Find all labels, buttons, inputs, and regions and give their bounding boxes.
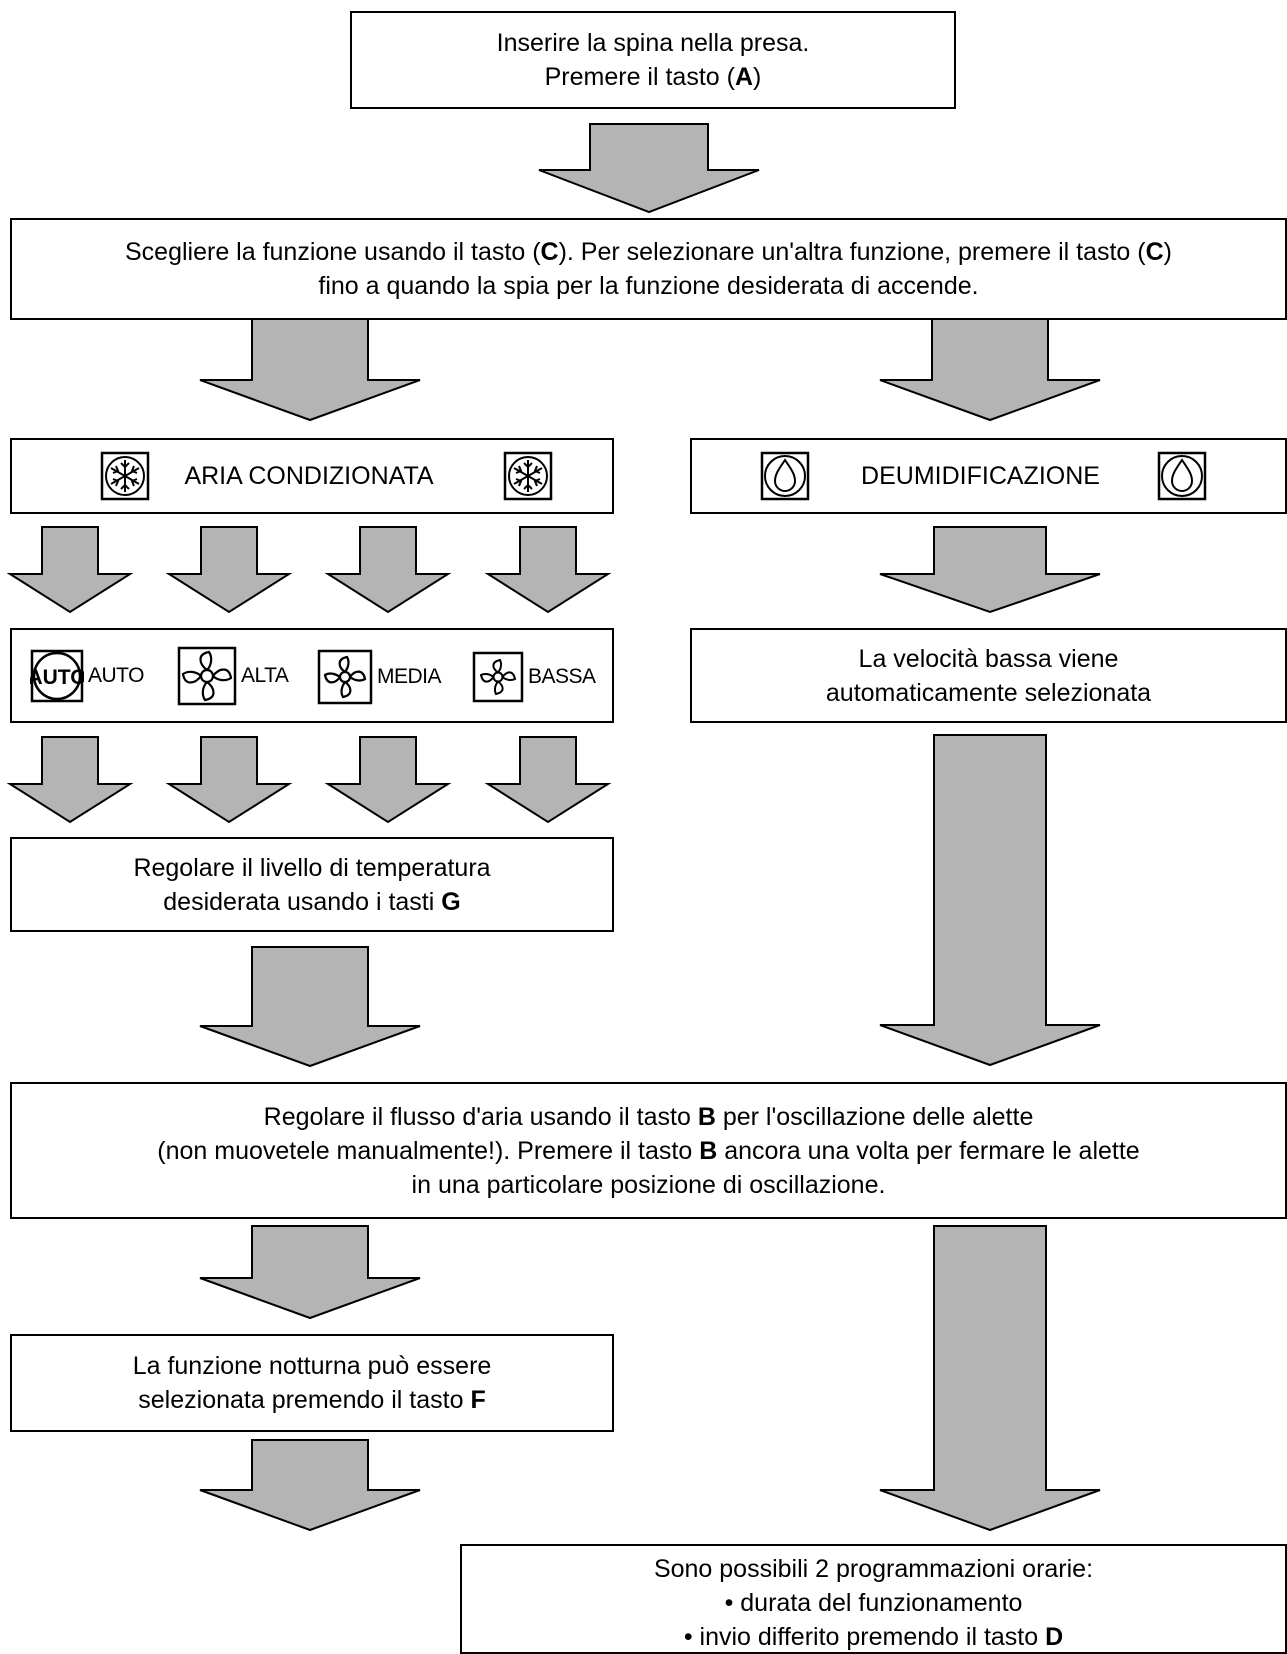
snowflake-icon [503,451,553,501]
speed-media-label: MEDIA [377,665,442,688]
fan-speed-box: AUTO AUTO ALTA MEDI [10,628,614,723]
step-set-temperature-line1: Regolare il livello di temperatura [133,853,491,882]
fan-icon [472,651,524,703]
down-arrow [324,526,452,614]
down-arrow [165,526,293,614]
down-arrow [484,526,612,614]
step-low-speed-auto: La velocità bassa viene automaticamente … [690,628,1287,723]
step-plug-in-line2: Premere il tasto (A) [544,63,762,91]
down-arrow [6,736,134,824]
step-low-speed-auto-line2: automaticamente selezionata [825,678,1152,707]
step-air-flow-line2: (non muovetele manualmente!). Premere il… [157,1136,1140,1165]
down-arrow [165,736,293,824]
step-timer-programming-bullet2: • invio differito premendo il tasto D [683,1623,1064,1651]
step-timer-programming-line1: Sono possibili 2 programmazioni orarie: [653,1555,1094,1583]
down-arrow [484,736,612,824]
speed-bassa: BASSA [472,651,596,703]
down-arrow [879,1225,1101,1532]
step-plug-in: Inserire la spina nella presa. Premere i… [350,11,956,109]
down-arrow [6,526,134,614]
step-night-function: La funzione notturna può essere selezion… [10,1334,614,1432]
step-timer-programming: Sono possibili 2 programmazioni orarie: … [460,1544,1287,1654]
speed-bassa-label: BASSA [528,665,596,688]
step-low-speed-auto-line1: La velocità bassa viene [858,644,1119,673]
fan-icon [317,649,373,705]
down-arrow [879,312,1101,422]
water-drop-icon [1157,451,1207,501]
step-night-function-line2: selezionata premendo il tasto F [138,1386,486,1414]
step-choose-function-line2: fino a quando la spia per la funzione de… [318,272,979,300]
step-set-temperature: Regolare il livello di temperatura desid… [10,837,614,932]
step-choose-function-line1: Scegliere la funzione usando il tasto (C… [125,238,1172,266]
step-air-flow-line3: in una particolare posizione di oscillaz… [411,1170,886,1199]
step-plug-in-line1: Inserire la spina nella presa. [496,29,810,57]
step-choose-function: Scegliere la funzione usando il tasto (C… [10,218,1287,320]
water-drop-icon [760,451,810,501]
step-timer-programming-bullet1: • durata del funzionamento [724,1589,1023,1617]
down-arrow [879,734,1101,1067]
step-air-flow: Regolare il flusso d'aria usando il tast… [10,1082,1287,1219]
speed-alta-label: ALTA [241,664,289,687]
down-arrow [199,1225,421,1320]
step-air-flow-line1: Regolare il flusso d'aria usando il tast… [263,1102,1034,1131]
down-arrow [538,123,760,214]
down-arrow [324,736,452,824]
down-arrow [879,526,1101,614]
speed-auto-label: AUTO [88,664,144,687]
auto-icon: AUTO [30,649,84,703]
down-arrow [199,946,421,1068]
snowflake-icon [100,451,150,501]
speed-media: MEDIA [317,649,442,705]
deumidificazione-box: DEUMIDIFICAZIONE [690,438,1287,514]
down-arrow [199,312,421,422]
down-arrow [199,1439,421,1532]
deumidificazione-label: DEUMIDIFICAZIONE [861,462,1100,490]
aria-condizionata-box: ARIA CONDIZIONATA [10,438,614,514]
step-set-temperature-line2: desiderata usando i tasti G [163,887,461,916]
speed-auto: AUTO AUTO [30,649,144,703]
fan-icon [177,646,237,706]
speed-alta: ALTA [177,646,289,706]
step-night-function-line1: La funzione notturna può essere [132,1352,492,1380]
auto-icon-text: AUTO [30,666,84,689]
aria-condizionata-label: ARIA CONDIZIONATA [184,462,434,490]
